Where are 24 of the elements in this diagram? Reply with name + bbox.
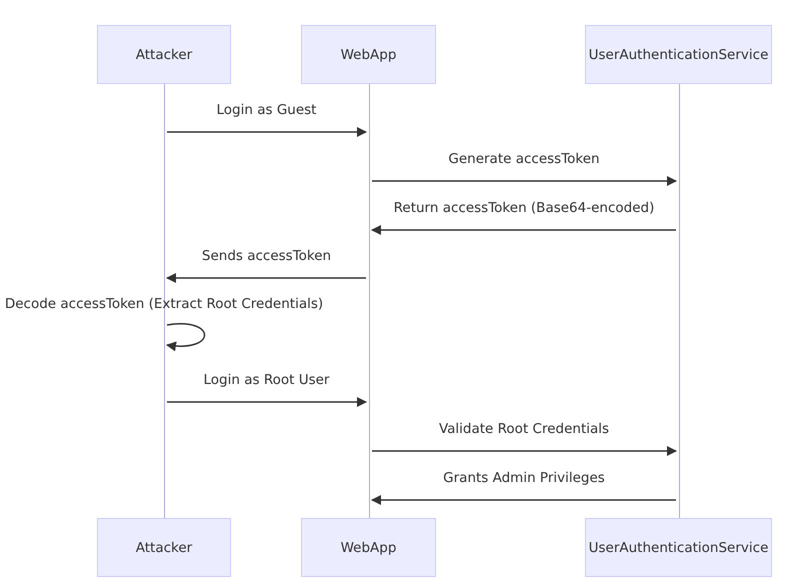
message-label: Validate Root Credentials [438,421,610,437]
message-arrow [167,127,367,137]
message-label: Sends accessToken [202,248,332,264]
lifeline [366,84,372,518]
participant-box: Attacker [97,518,231,577]
message-label: Login as Guest [216,102,316,118]
message-arrow [372,176,677,186]
lifeline [676,84,682,518]
message-label: Generate accessToken [448,151,600,167]
message-label: Grants Admin Privileges [443,470,605,486]
message-arrow [166,273,366,283]
message-arrow [371,495,676,505]
message-arrow [167,397,367,407]
message-arrow [371,225,676,235]
participant-box: Attacker [97,25,231,84]
participant-box: WebApp [301,25,436,84]
participant-box: UserAuthenticationService [585,25,772,84]
participant-box: WebApp [301,518,436,577]
message-arrow [372,446,677,456]
participant-box: UserAuthenticationService [585,518,772,577]
message-label: Login as Root User [204,372,330,388]
self-message-arrow [166,323,206,351]
message-label: Return accessToken (Base64-encoded) [394,200,654,216]
message-label: Decode accessToken (Extract Root Credentials) [4,296,324,312]
